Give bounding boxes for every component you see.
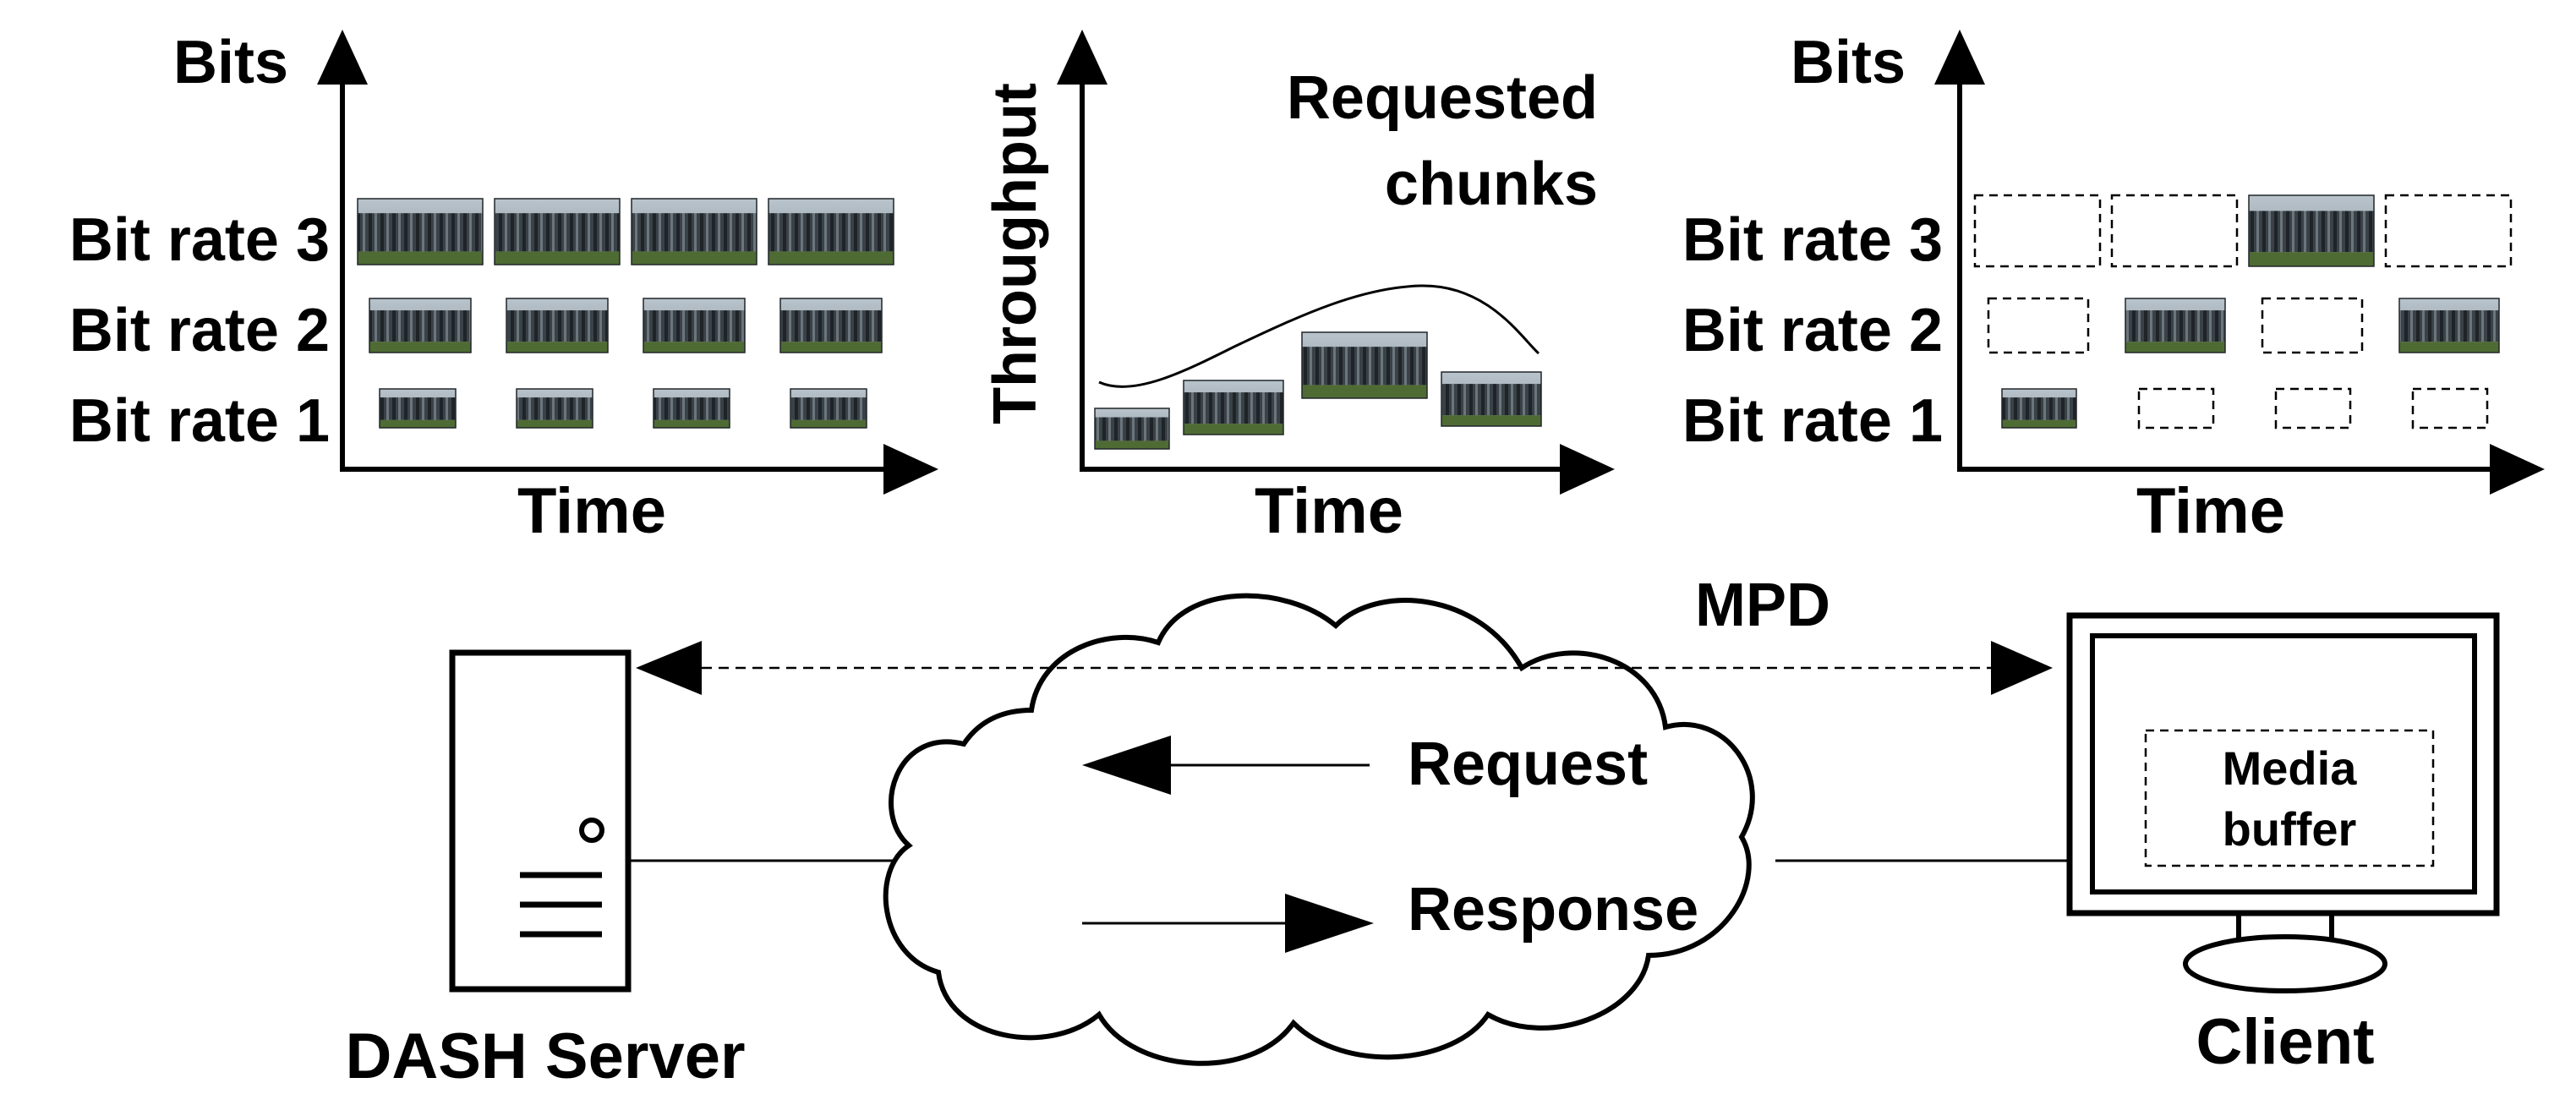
monitor-stand bbox=[2183, 934, 2387, 993]
selected-chunk-rate-1 bbox=[2001, 388, 2077, 429]
chunk-thumbnail-rate-1 bbox=[516, 388, 593, 429]
client-monitor: Media buffer Client bbox=[2066, 612, 2500, 1078]
server-power-led bbox=[579, 818, 604, 843]
caption-line-2: chunks bbox=[1385, 150, 1598, 218]
y-axis-arrow bbox=[317, 30, 368, 85]
requested-chunk bbox=[1301, 331, 1428, 399]
y-axis-label: Bits bbox=[173, 29, 288, 96]
mpd-arrow-head-right bbox=[1991, 641, 2053, 695]
mpd-exchange: MPD bbox=[636, 572, 2053, 695]
client-label: Client bbox=[2196, 1006, 2374, 1078]
y-axis-label: Throughput bbox=[982, 83, 1049, 424]
server-label: DASH Server bbox=[345, 1020, 745, 1092]
x-axis-arrow bbox=[883, 444, 938, 495]
mpd-label: MPD bbox=[1695, 572, 1830, 639]
media-buffer-line-1: Media bbox=[2223, 741, 2358, 795]
x-axis-label: Time bbox=[1255, 475, 1403, 547]
response-label: Response bbox=[1408, 876, 1698, 944]
caption-line-1: Requested bbox=[1287, 64, 1598, 132]
server-tower bbox=[449, 649, 632, 993]
requested-chunk bbox=[1094, 408, 1170, 450]
x-axis-label: Time bbox=[2136, 475, 2285, 547]
chunk-thumbnail-rate-1 bbox=[379, 388, 457, 429]
panel-selected-bitrates: Bits Time Bit rate 3 Bit rate 2 Bit rate… bbox=[1682, 29, 2545, 547]
network-cloud: Request Response bbox=[883, 593, 1755, 1066]
requested-chunk bbox=[1183, 380, 1284, 435]
requested-chunk bbox=[1441, 371, 1542, 427]
mpd-arrow-head-left bbox=[636, 641, 702, 695]
row-label-bitrate-1: Bit rate 1 bbox=[1682, 387, 1943, 455]
row-label-bitrate-2: Bit rate 2 bbox=[1682, 297, 1943, 364]
monitor-screen bbox=[2090, 633, 2477, 894]
row-label-bitrate-2: Bit rate 2 bbox=[69, 297, 330, 364]
row-label-bitrate-1: Bit rate 1 bbox=[69, 387, 330, 455]
request-label: Request bbox=[1408, 730, 1648, 798]
dash-server: DASH Server bbox=[345, 649, 746, 1092]
panel-bitrate-ladder: Bits Time Bit rate 3 Bit rate 2 Bit rate… bbox=[69, 29, 938, 547]
y-axis-arrow bbox=[1934, 30, 1985, 85]
chunk-thumbnail-rate-3 bbox=[768, 198, 894, 265]
unselected-chunk-slot-rate-1 bbox=[2274, 387, 2352, 429]
x-axis-arrow bbox=[1560, 444, 1615, 495]
chunk-thumbnail-rate-2 bbox=[369, 298, 472, 353]
selected-chunk-rate-3 bbox=[2248, 194, 2375, 267]
x-axis-arrow bbox=[2490, 444, 2545, 495]
chunk-thumbnail-rate-2 bbox=[643, 298, 746, 353]
selected-chunk-rate-2 bbox=[2125, 298, 2226, 353]
cloud-outline bbox=[883, 593, 1755, 1066]
chunk-thumbnail-rate-3 bbox=[357, 198, 484, 265]
unselected-chunk-slot-rate-3 bbox=[2384, 194, 2513, 268]
chunk-thumbnail-rate-1 bbox=[790, 388, 867, 429]
media-buffer-line-2: buffer bbox=[2223, 802, 2357, 856]
unselected-chunk-slot-rate-2 bbox=[1987, 297, 2090, 354]
x-axis-label: Time bbox=[517, 475, 666, 547]
unselected-chunk-slot-rate-2 bbox=[2261, 297, 2364, 354]
chunk-thumbnail-rate-1 bbox=[653, 388, 730, 429]
unselected-chunk-slot-rate-3 bbox=[2110, 194, 2239, 268]
unselected-chunk-slot-rate-1 bbox=[2137, 387, 2215, 429]
chunk-thumbnail-rate-3 bbox=[494, 198, 621, 265]
row-label-bitrate-3: Bit rate 3 bbox=[69, 206, 330, 274]
row-label-bitrate-3: Bit rate 3 bbox=[1682, 206, 1943, 274]
chunk-thumbnail-rate-2 bbox=[779, 298, 883, 353]
unselected-chunk-slot-rate-3 bbox=[1973, 194, 2102, 268]
chunk-thumbnail-rate-3 bbox=[631, 198, 757, 265]
media-buffer-box bbox=[2144, 729, 2435, 867]
throughput-curve bbox=[1098, 284, 1540, 388]
y-axis-arrow bbox=[1057, 30, 1108, 85]
y-axis-label: Bits bbox=[1791, 29, 1906, 96]
request-arrow-head bbox=[1082, 736, 1171, 795]
unselected-chunk-slot-rate-1 bbox=[2411, 387, 2489, 429]
selected-chunk-rate-2 bbox=[2398, 298, 2500, 353]
panel-throughput: Throughput Time Requested chunks bbox=[982, 30, 1615, 547]
response-arrow-head bbox=[1285, 894, 1374, 953]
chunk-thumbnail-rate-2 bbox=[506, 298, 609, 353]
